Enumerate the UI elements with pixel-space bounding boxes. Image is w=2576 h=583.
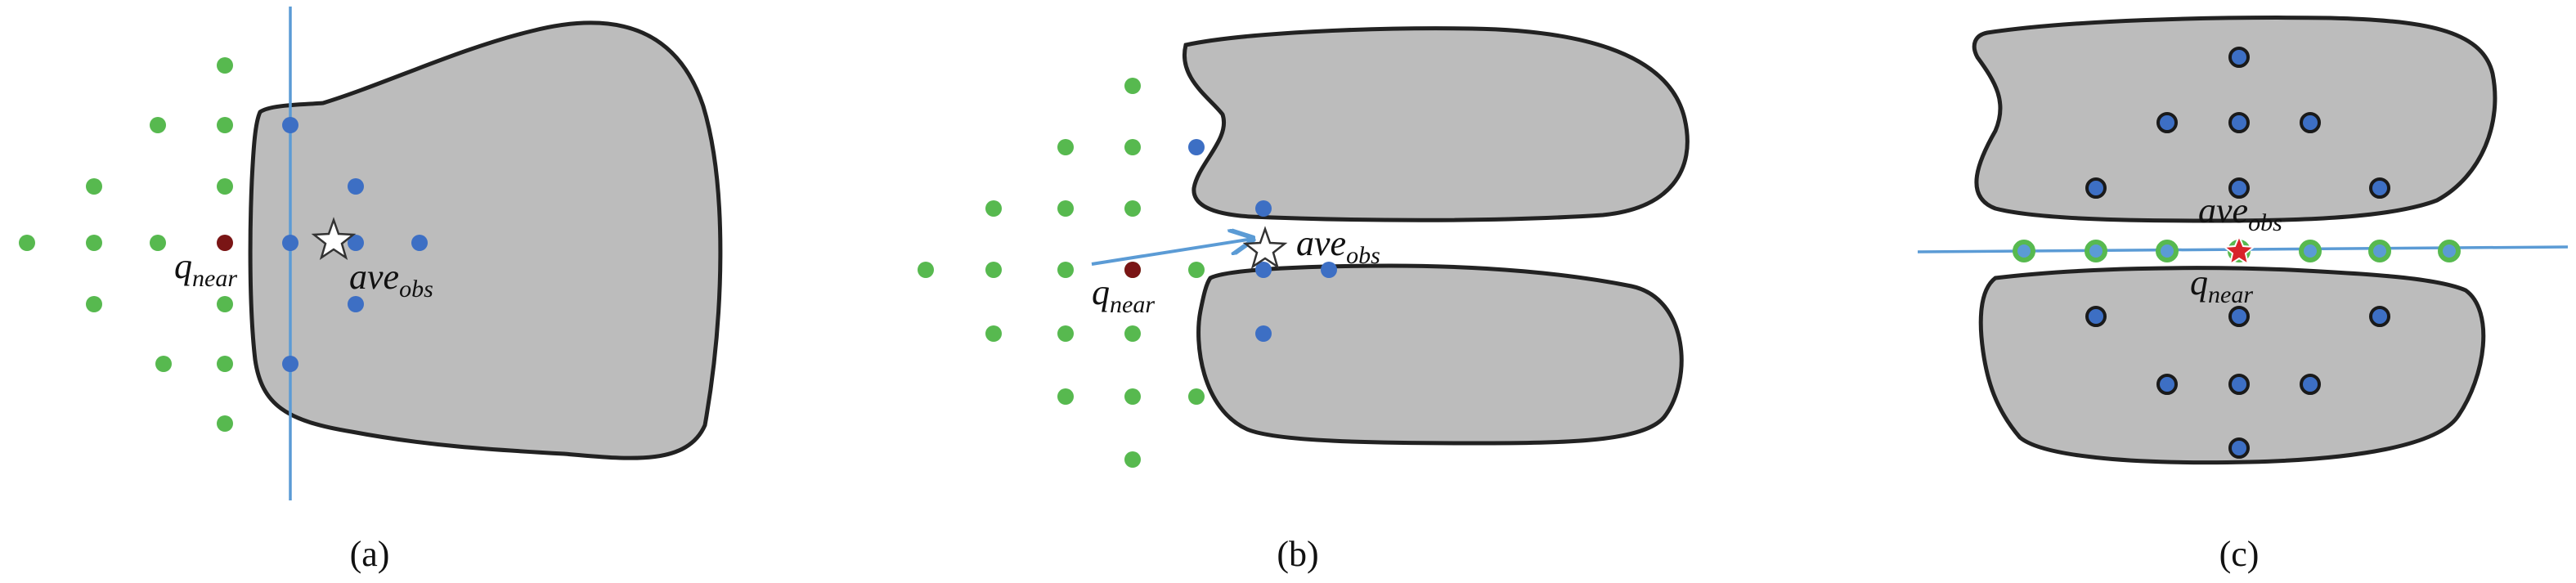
free-point (1124, 200, 1141, 217)
free-point (150, 117, 166, 133)
free-point (2438, 240, 2461, 262)
free-point (217, 296, 233, 312)
obstacle-point (282, 117, 298, 133)
free-point (2368, 240, 2391, 262)
obstacle-point (2085, 177, 2107, 199)
free-point (1124, 388, 1141, 405)
free-point (2156, 240, 2179, 262)
q-near-label: qnear (1092, 272, 1155, 318)
panel-c: aveobs qnear (c) (1917, 16, 2569, 574)
free-point (1124, 451, 1141, 468)
free-point (1188, 388, 1205, 405)
obstacle-shape (1196, 263, 1684, 446)
free-point (1124, 325, 1141, 342)
obstacle-points (282, 117, 428, 372)
panel-caption: (c) (2219, 534, 2260, 574)
free-point (2085, 240, 2107, 262)
obstacle-point (282, 235, 298, 251)
obstacle-point (348, 296, 364, 312)
free-point (1057, 388, 1074, 405)
obstacle-point (2085, 306, 2107, 327)
free-point (985, 262, 1002, 278)
free-point (217, 178, 233, 195)
star-icon (2222, 234, 2256, 267)
panel-b: aveobs qnear (b) (918, 26, 1690, 574)
free-point (1188, 262, 1205, 278)
q-near-label: qnear (174, 246, 237, 292)
obstacle-points (1188, 139, 1337, 342)
query-point (217, 235, 233, 251)
panel-a: aveobs qnear (a) (19, 7, 723, 574)
obstacle-point (1255, 325, 1272, 342)
star-icon (311, 217, 357, 260)
obstacle-point (411, 235, 428, 251)
q-near-label: qnear (2190, 262, 2253, 308)
obstacle-points (2085, 47, 2390, 459)
free-point (86, 178, 102, 195)
obstacle-point (2156, 374, 2178, 395)
free-point (1057, 139, 1074, 155)
free-point (217, 415, 233, 432)
free-point (1057, 325, 1074, 342)
obstacle-point (1188, 139, 1205, 155)
free-point (1124, 139, 1141, 155)
obstacle-point (2228, 112, 2250, 133)
ave-obs-label: aveobs (1296, 223, 1380, 269)
free-points (918, 78, 1205, 468)
free-point (985, 200, 1002, 217)
obstacle-shape (1182, 26, 1690, 222)
query-point (1124, 262, 1141, 278)
free-point (1057, 200, 1074, 217)
obstacle-point (2228, 177, 2250, 199)
free-point (217, 117, 233, 133)
free-point (19, 235, 35, 251)
direction-arrow (1091, 239, 1253, 266)
free-point (217, 356, 233, 372)
obstacle-point (2156, 112, 2178, 133)
free-point (150, 235, 166, 251)
obstacle-point (2228, 374, 2250, 395)
obstacle-shape (248, 20, 723, 460)
obstacle-point (1321, 262, 1337, 278)
free-point (217, 57, 233, 74)
obstacle-point (348, 235, 364, 251)
star-icon (1242, 226, 1288, 269)
panel-caption: (b) (1277, 534, 1318, 574)
free-points (19, 57, 233, 432)
obstacle-point (348, 178, 364, 195)
free-point (2013, 240, 2035, 262)
obstacle-point (2228, 306, 2250, 327)
free-point (1124, 78, 1141, 94)
obstacle-point (2300, 112, 2321, 133)
obstacle-point (2369, 306, 2390, 327)
free-point (985, 325, 1002, 342)
panel-caption: (a) (350, 534, 390, 574)
ave-obs-label: aveobs (349, 257, 433, 303)
obstacle-point (2228, 437, 2250, 459)
obstacle-point (1255, 200, 1272, 217)
obstacle-point (2369, 177, 2390, 199)
free-point (2299, 240, 2322, 262)
obstacle-point (1255, 262, 1272, 278)
ave-obs-label: aveobs (2198, 191, 2282, 236)
obstacle-point (2228, 47, 2250, 68)
free-point (155, 356, 172, 372)
free-point (1057, 262, 1074, 278)
obstacle-point (2300, 374, 2321, 395)
free-point (86, 296, 102, 312)
free-point (86, 235, 102, 251)
free-point (918, 262, 934, 278)
obstacle-point (282, 356, 298, 372)
